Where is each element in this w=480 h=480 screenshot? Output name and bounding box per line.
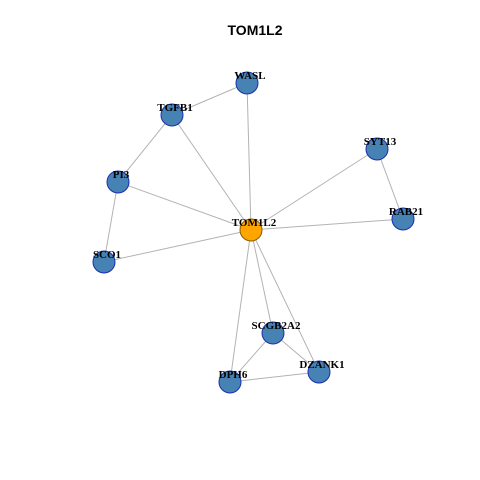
edge-tom1l2-pi3 (117, 181, 252, 231)
label-layer: TOM1L2 WASL TGFB1SYT13PI3RAB21SCO1SCGB2A2D… (93, 70, 423, 381)
graph-title: TOM1L2 (228, 22, 283, 38)
node-tom1l2 (239, 218, 263, 242)
node-tgfb1 (160, 103, 184, 127)
node-sco1 (92, 250, 116, 274)
node-rab21 (391, 207, 415, 231)
node-layer (92, 71, 415, 394)
edge-tom1l2-sco1 (103, 229, 252, 263)
edge-tom1l2-syt13 (250, 148, 378, 231)
edge-tgfb1-pi3 (117, 114, 173, 183)
node-label-tom1l2: TOM1L2 (232, 217, 277, 229)
node-wasl (235, 71, 259, 95)
edge-tom1l2-wasl (246, 82, 252, 231)
edge-tom1l2-scgb2a2 (250, 229, 274, 334)
edge-tgfb1-wasl (171, 82, 248, 116)
node-label-sco1: SCO1 (93, 249, 121, 261)
node-pi3 (106, 170, 130, 194)
edge-tom1l2-dzank1 (250, 229, 320, 373)
node-scgb2a2 (261, 321, 285, 345)
node-label-dzank1: DZANK1 (299, 359, 344, 371)
node-label-syt13: SYT13 (364, 136, 397, 148)
edge-dph6-dzank1 (229, 371, 320, 383)
node-label-dph6: DPH6 (219, 369, 248, 381)
edge-tom1l2-tgfb1 (171, 114, 252, 231)
edge-tom1l2-dph6 (229, 229, 252, 383)
node-syt13 (365, 137, 389, 161)
node-label-pi3: PI3 (113, 169, 130, 181)
edge-syt13-rab21 (376, 148, 404, 220)
edge-layer (103, 82, 404, 383)
node-label-scgb2a2: SCGB2A2 (252, 320, 301, 332)
node-dph6 (218, 370, 242, 394)
node-label-rab21: RAB21 (389, 206, 423, 218)
edge-tom1l2-rab21 (250, 218, 404, 231)
node-dzank1 (307, 360, 331, 384)
node-label-wasl: WASL (234, 70, 265, 82)
node-label-tgfb1: TGFB1 (157, 102, 192, 114)
edge-pi3-sco1 (103, 181, 119, 263)
